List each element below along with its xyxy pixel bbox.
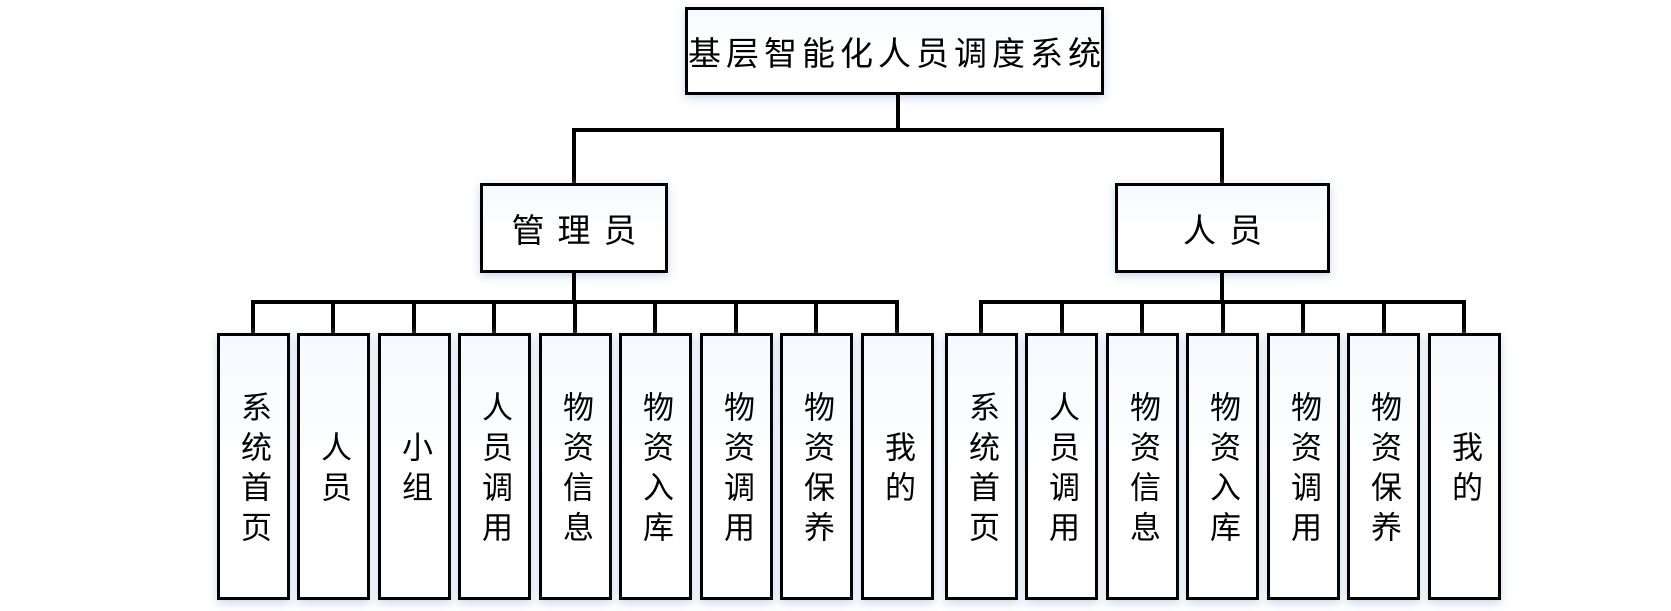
leaf-label: 物资调用 xyxy=(719,391,754,551)
leaf-label: 物资信息 xyxy=(558,391,593,551)
connector-admin-leaf-stem-8 xyxy=(895,300,899,333)
leaf-node-admin-mine: 我的 xyxy=(861,333,934,600)
connector-person-leaf-stem-2 xyxy=(1140,300,1144,333)
branch-node-admin-label: 管理员 xyxy=(511,214,650,250)
leaf-label: 小组 xyxy=(397,431,432,511)
leaf-node-admin-material-info: 物资信息 xyxy=(539,333,612,600)
connector-root-stem xyxy=(896,95,900,132)
leaf-label: 系统首页 xyxy=(236,391,271,551)
root-node: 基层智能化人员调度系统 xyxy=(685,7,1104,95)
connector-person-stem-top xyxy=(1220,128,1224,183)
connector-admin-leaf-stem-4 xyxy=(573,300,577,333)
leaf-node-person-mine: 我的 xyxy=(1428,333,1501,600)
leaf-label: 物资调用 xyxy=(1286,391,1321,551)
branch-node-admin: 管理员 xyxy=(480,183,668,273)
leaf-label: 人员调用 xyxy=(1044,391,1079,551)
connector-person-leaf-stem-0 xyxy=(979,300,983,333)
leaf-label: 我的 xyxy=(880,431,915,511)
connector-admin-leaf-stem-2 xyxy=(412,300,416,333)
branch-node-person: 人员 xyxy=(1115,183,1330,273)
connector-admin-leaf-stem-5 xyxy=(653,300,657,333)
leaf-node-admin-material-maintenance: 物资保养 xyxy=(780,333,853,600)
leaf-node-person-system-home: 系统首页 xyxy=(945,333,1018,600)
connector-person-leaf-stem-4 xyxy=(1301,300,1305,333)
leaf-label: 物资信息 xyxy=(1125,391,1160,551)
connector-admin-leaf-stem-7 xyxy=(814,300,818,333)
connector-person-leaf-stem-6 xyxy=(1462,300,1466,333)
leaf-node-admin-personnel: 人员 xyxy=(297,333,370,600)
leaf-label: 人员 xyxy=(316,431,351,511)
leaf-node-admin-material-inbound: 物资入库 xyxy=(619,333,692,600)
leaf-label: 物资入库 xyxy=(638,391,673,551)
leaf-node-person-material-inbound: 物资入库 xyxy=(1186,333,1259,600)
root-node-label: 基层智能化人员调度系统 xyxy=(688,37,1106,73)
connector-admin-leaf-stem-3 xyxy=(492,300,496,333)
leaf-node-admin-group: 小组 xyxy=(378,333,451,600)
leaf-node-person-material-maintenance: 物资保养 xyxy=(1347,333,1420,600)
leaf-label: 系统首页 xyxy=(964,391,999,551)
connector-admin-stem-bottom xyxy=(572,273,576,304)
leaf-label: 物资入库 xyxy=(1205,391,1240,551)
connector-person-leaf-stem-5 xyxy=(1382,300,1386,333)
connector-admin-leaf-stem-0 xyxy=(251,300,255,333)
connector-person-leaf-stem-1 xyxy=(1060,300,1064,333)
leaf-node-person-personnel-dispatch: 人员调用 xyxy=(1025,333,1098,600)
leaf-node-admin-material-dispatch: 物资调用 xyxy=(700,333,773,600)
leaf-label: 我的 xyxy=(1447,431,1482,511)
leaf-node-person-material-dispatch: 物资调用 xyxy=(1267,333,1340,600)
connector-person-stem-bottom xyxy=(1220,273,1224,304)
connector-admin-stem-top xyxy=(572,128,576,183)
leaf-label: 人员调用 xyxy=(477,391,512,551)
leaf-node-person-material-info: 物资信息 xyxy=(1106,333,1179,600)
branch-node-person-label: 人员 xyxy=(1183,214,1275,250)
leaf-node-admin-system-home: 系统首页 xyxy=(217,333,290,600)
connector-admin-leaf-stem-6 xyxy=(734,300,738,333)
leaf-label: 物资保养 xyxy=(799,391,834,551)
leaf-label: 物资保养 xyxy=(1366,391,1401,551)
connector-level1-bus xyxy=(572,128,1224,132)
leaf-node-admin-personnel-dispatch: 人员调用 xyxy=(458,333,531,600)
connector-person-leaf-stem-3 xyxy=(1221,300,1225,333)
connector-admin-leaf-stem-1 xyxy=(331,300,335,333)
